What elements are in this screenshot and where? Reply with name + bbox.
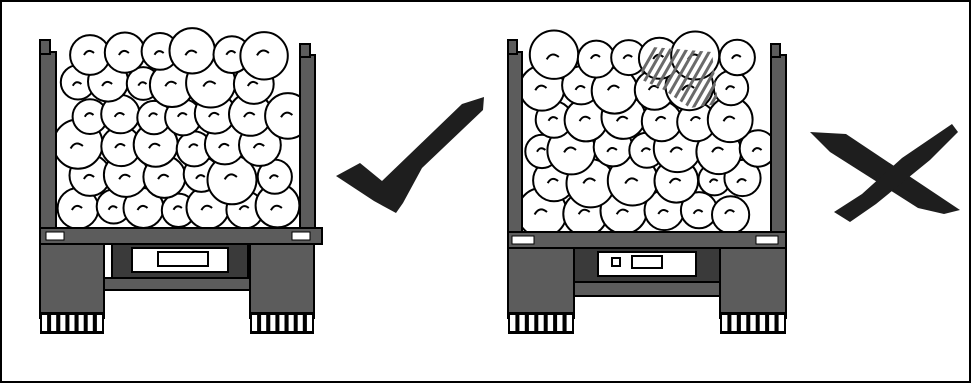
tire-tread	[298, 315, 303, 331]
tire-tread	[69, 315, 74, 331]
tire-tread	[279, 315, 284, 331]
mud-flap-left	[508, 248, 574, 318]
right-stake-cap	[771, 44, 780, 57]
rear-tires	[40, 312, 314, 334]
left-stake-cap	[508, 40, 517, 54]
chassis-bar	[566, 282, 730, 296]
tire-tread	[510, 315, 515, 331]
bed-light-left	[512, 236, 534, 244]
tire-tread	[779, 315, 784, 331]
tire-tread	[261, 315, 266, 331]
log-pile-correct	[53, 28, 310, 229]
chassis-bar	[98, 278, 264, 290]
mud-flap-right	[720, 248, 786, 318]
log-end	[105, 33, 145, 73]
left-stake	[508, 52, 522, 236]
log-end	[70, 35, 110, 75]
cross-mark-icon	[810, 124, 960, 222]
tire-tread	[567, 315, 572, 331]
truck-correct-load	[40, 28, 322, 334]
tire-tread	[760, 315, 765, 331]
bed-light-right	[292, 232, 310, 240]
bed-light-left	[46, 232, 64, 240]
tire-tread	[307, 315, 312, 331]
right-stake	[771, 55, 786, 236]
tire-tread	[97, 315, 102, 331]
tire-tread	[252, 315, 257, 331]
log-end	[712, 196, 749, 233]
log-end	[720, 40, 755, 75]
right-stake	[300, 55, 315, 232]
tire-tread	[88, 315, 93, 331]
mud-flap-left	[40, 244, 104, 318]
mud-flap-right	[250, 244, 314, 318]
truck-bed	[508, 232, 786, 248]
truck-bed	[40, 228, 322, 244]
right-stake-cap	[300, 44, 310, 57]
bed-light-right	[756, 236, 778, 244]
tire-tread	[42, 315, 47, 331]
tire-tread	[722, 315, 727, 331]
tire-tread	[731, 315, 736, 331]
tire-tread	[289, 315, 294, 331]
tire-tread	[270, 315, 275, 331]
tire-tread	[529, 315, 534, 331]
tire-tread	[60, 315, 65, 331]
tire-tread	[538, 315, 543, 331]
log-end	[714, 71, 748, 105]
tire-tread	[548, 315, 553, 331]
tire-tread	[519, 315, 524, 331]
left-stake-cap	[40, 40, 50, 54]
rear-tires	[508, 312, 786, 334]
log-end	[240, 32, 287, 79]
tire-tread	[741, 315, 746, 331]
left-stake	[40, 52, 56, 232]
tire-tread	[557, 315, 562, 331]
log-end	[578, 41, 615, 78]
tire-tread	[750, 315, 755, 331]
truck-incorrect-load	[508, 31, 786, 335]
tire-tread	[769, 315, 774, 331]
tire-tread	[51, 315, 56, 331]
check-mark-icon	[336, 97, 484, 213]
tire-tread	[79, 315, 84, 331]
